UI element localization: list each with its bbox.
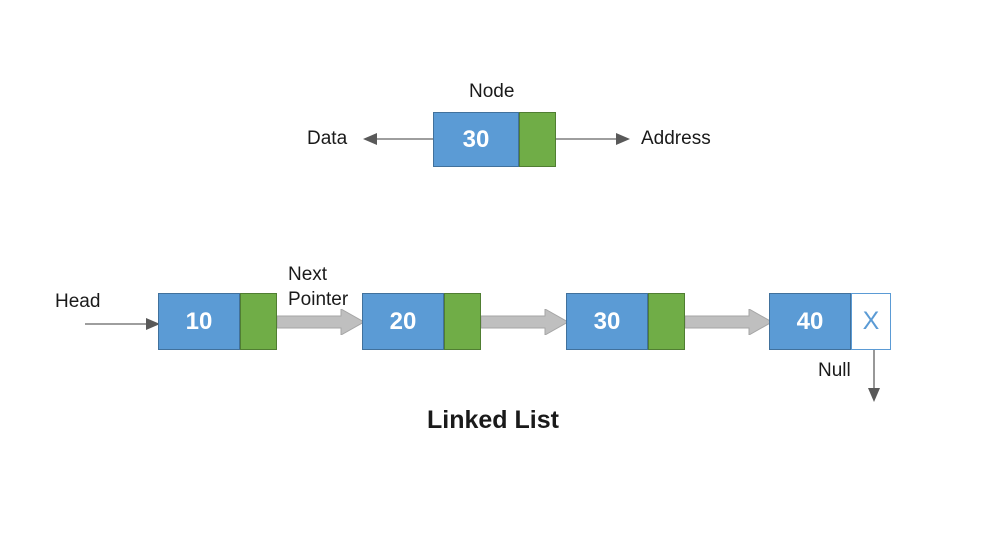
null-label: Null [818,360,851,381]
next-pointer-arrow-1-icon [277,309,364,335]
node-detail-caption: Node [469,81,515,102]
next-pointer-arrow-2-icon [481,309,568,335]
next-pointer-label-line2: Pointer [288,289,349,310]
next-pointer-arrow-3-icon [685,309,772,335]
null-arrow-icon [864,350,884,402]
diagram-title: Linked List [427,406,559,434]
list-node-3-address-cell [648,293,685,350]
node-detail-address-cell [519,112,556,167]
list-node-2-address-cell [444,293,481,350]
list-node-4-null-cell: X [851,293,891,350]
address-arrow-icon [556,130,630,148]
list-node-1-data-cell: 10 [158,293,240,350]
head-label: Head [55,291,101,312]
list-node-4-data-cell: 40 [769,293,851,350]
node-detail-data-cell: 30 [433,112,519,167]
next-pointer-label-line1: Next [288,264,328,285]
list-node-3-data-cell: 30 [566,293,648,350]
list-node-1-address-cell [240,293,277,350]
head-arrow-icon [85,315,160,333]
data-label: Data [307,128,348,149]
address-label: Address [641,128,711,149]
data-arrow-icon [363,130,435,148]
list-node-2-data-cell: 20 [362,293,444,350]
